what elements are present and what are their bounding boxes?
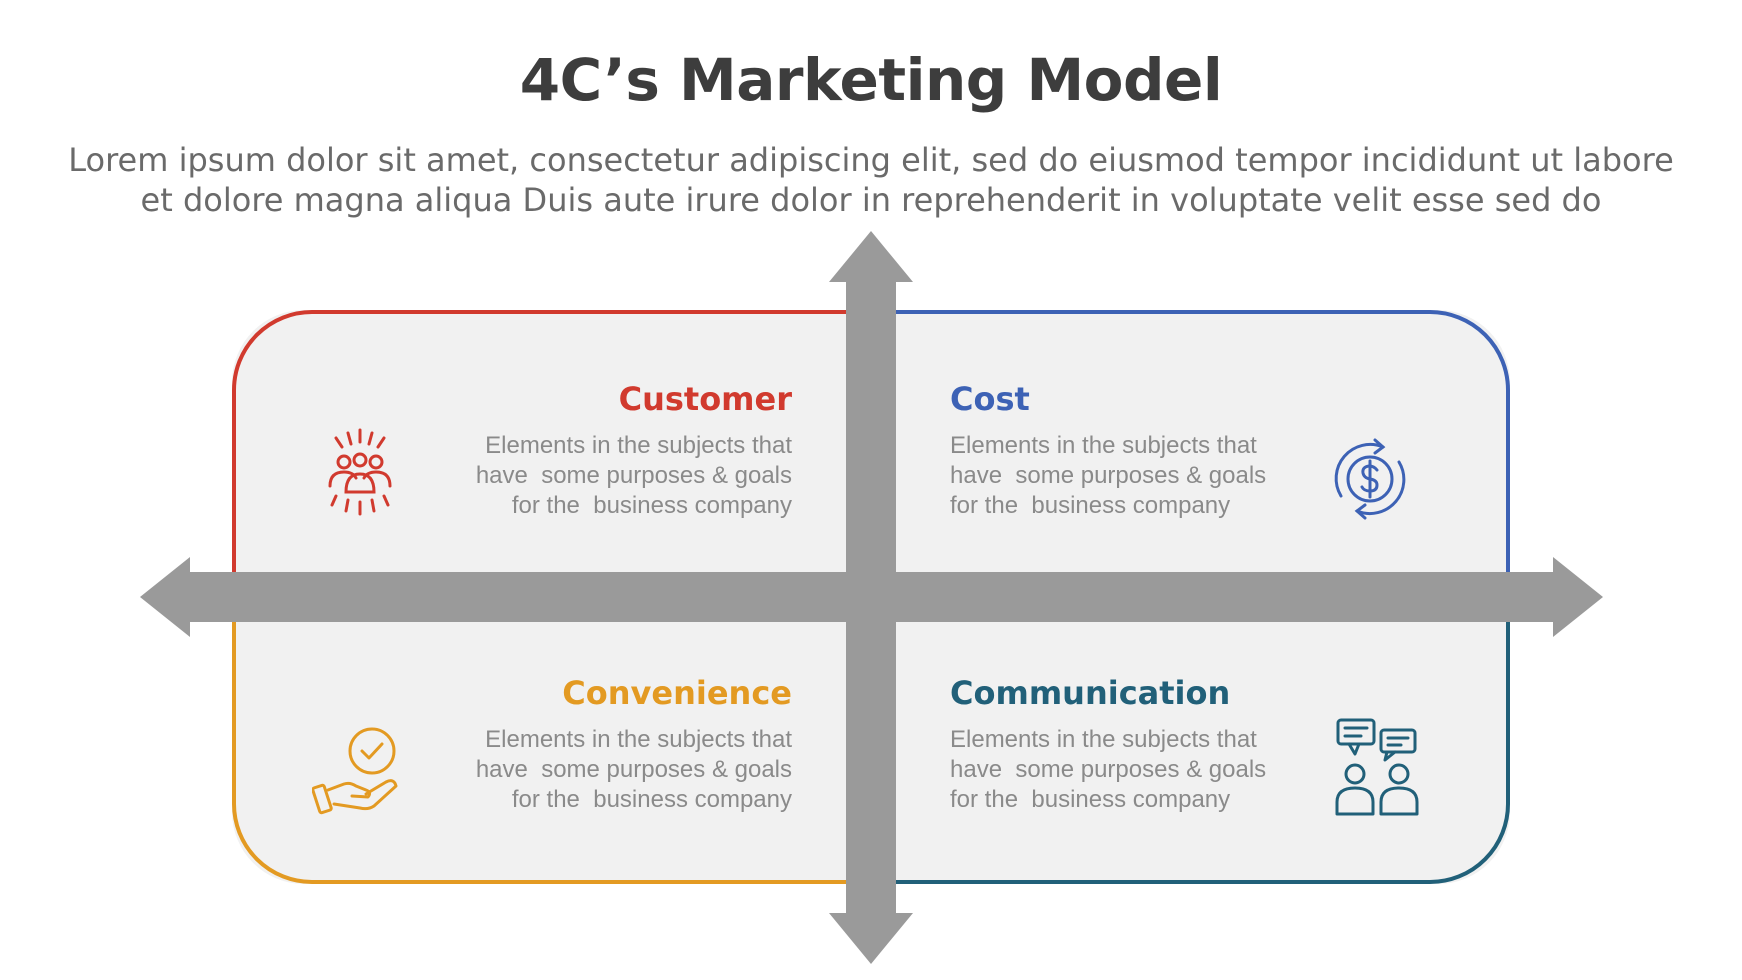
customer-desc-line: Elements in the subjects that [485, 432, 792, 459]
cost-desc-line: for the business company [950, 492, 1231, 519]
border-communication [896, 596, 1510, 884]
communication-desc-line: Elements in the subjects that [950, 726, 1257, 753]
convenience-title: Convenience [562, 674, 792, 712]
border-customer [232, 310, 846, 596]
quadrant-communication: Communication Elements in the subjects t… [950, 673, 1330, 815]
border-cost [896, 310, 1510, 596]
dollar-cycle-icon [1327, 434, 1413, 528]
quadrant-cost: Cost Elements in the subjects that have … [950, 379, 1330, 521]
hand-check-icon [311, 724, 402, 820]
customer-title: Customer [618, 380, 792, 418]
subtitle-line-2: et dolore magna aliqua Duis aute irure d… [140, 181, 1602, 219]
quadrant-convenience: Convenience Elements in the subjects tha… [430, 673, 792, 815]
people-icon [322, 428, 398, 532]
customer-desc-line: for the business company [511, 492, 792, 519]
vertical-arrow [829, 231, 913, 964]
border-convenience [232, 596, 846, 884]
page-subtitle: Lorem ipsum dolor sit amet, consectetur … [60, 140, 1682, 220]
cost-title: Cost [950, 380, 1030, 418]
cost-desc-line: Elements in the subjects that [950, 432, 1257, 459]
communication-title: Communication [950, 674, 1231, 712]
page-title: 4C’s Marketing Model [519, 46, 1223, 114]
convenience-desc-line: for the business company [511, 786, 792, 813]
cost-desc-line: have some purposes & goals [950, 462, 1267, 489]
convenience-desc-line: Elements in the subjects that [485, 726, 792, 753]
chat-people-icon [1331, 716, 1423, 824]
customer-desc-line: have some purposes & goals [475, 462, 792, 489]
quadrant-customer: Customer Elements in the subjects that h… [430, 379, 792, 521]
communication-desc-line: for the business company [950, 786, 1231, 813]
subtitle-line-1: Lorem ipsum dolor sit amet, consectetur … [68, 141, 1674, 179]
convenience-desc-line: have some purposes & goals [475, 756, 792, 783]
communication-desc-line: have some purposes & goals [950, 756, 1267, 783]
